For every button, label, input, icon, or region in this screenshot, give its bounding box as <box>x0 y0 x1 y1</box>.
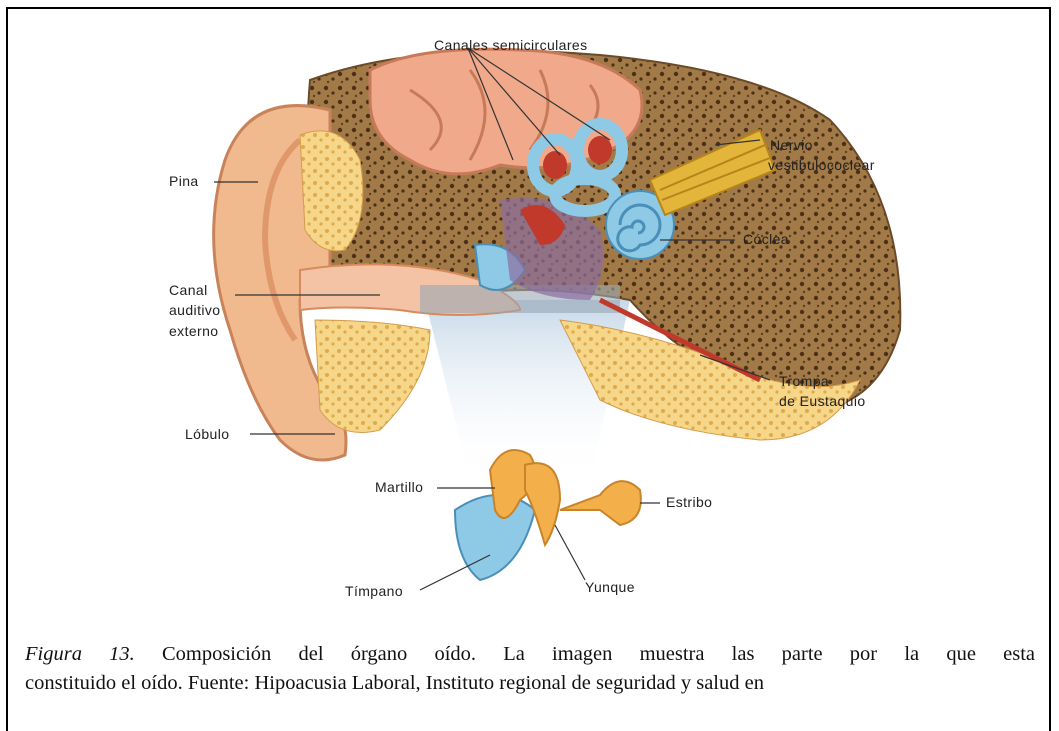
label-pina: Pina <box>169 173 199 189</box>
cartilage-lower <box>315 320 430 433</box>
caption-text-1: Composición del órgano oído. La imagen m… <box>135 643 1035 665</box>
cartilage-upper <box>300 131 363 251</box>
label-externo: externo <box>169 323 219 339</box>
label-timpano: Tímpano <box>345 583 403 599</box>
label-coclea: Cóclea <box>743 231 789 247</box>
label-nervio: Nervio <box>770 137 813 153</box>
label-yunque: Yunque <box>585 579 635 595</box>
label-martillo: Martillo <box>375 479 423 495</box>
caption-line-2: constituido el oído. Fuente: Hipoacusia … <box>25 669 1035 698</box>
stapes <box>560 481 641 525</box>
ear-anatomy-illustration <box>0 0 1059 620</box>
label-canal: Canal <box>169 282 208 298</box>
label-canales-semicirculares: Canales semicirculares <box>434 37 588 53</box>
label-estribo: Estribo <box>666 494 712 510</box>
caption-line-1: Figura 13. Composición del órgano oído. … <box>25 640 1035 669</box>
label-auditivo: auditivo <box>169 302 220 318</box>
figure-number: Figura 13. <box>25 643 135 665</box>
incus <box>525 463 560 545</box>
label-trompa: Trompa <box>779 373 829 389</box>
label-de-eustaquio: de Eustaquio <box>779 393 866 409</box>
label-vestibulococlear: vestibulococlear <box>768 157 875 173</box>
label-lobulo: Lóbulo <box>185 426 229 442</box>
figure-caption: Figura 13. Composición del órgano oído. … <box>25 640 1035 698</box>
